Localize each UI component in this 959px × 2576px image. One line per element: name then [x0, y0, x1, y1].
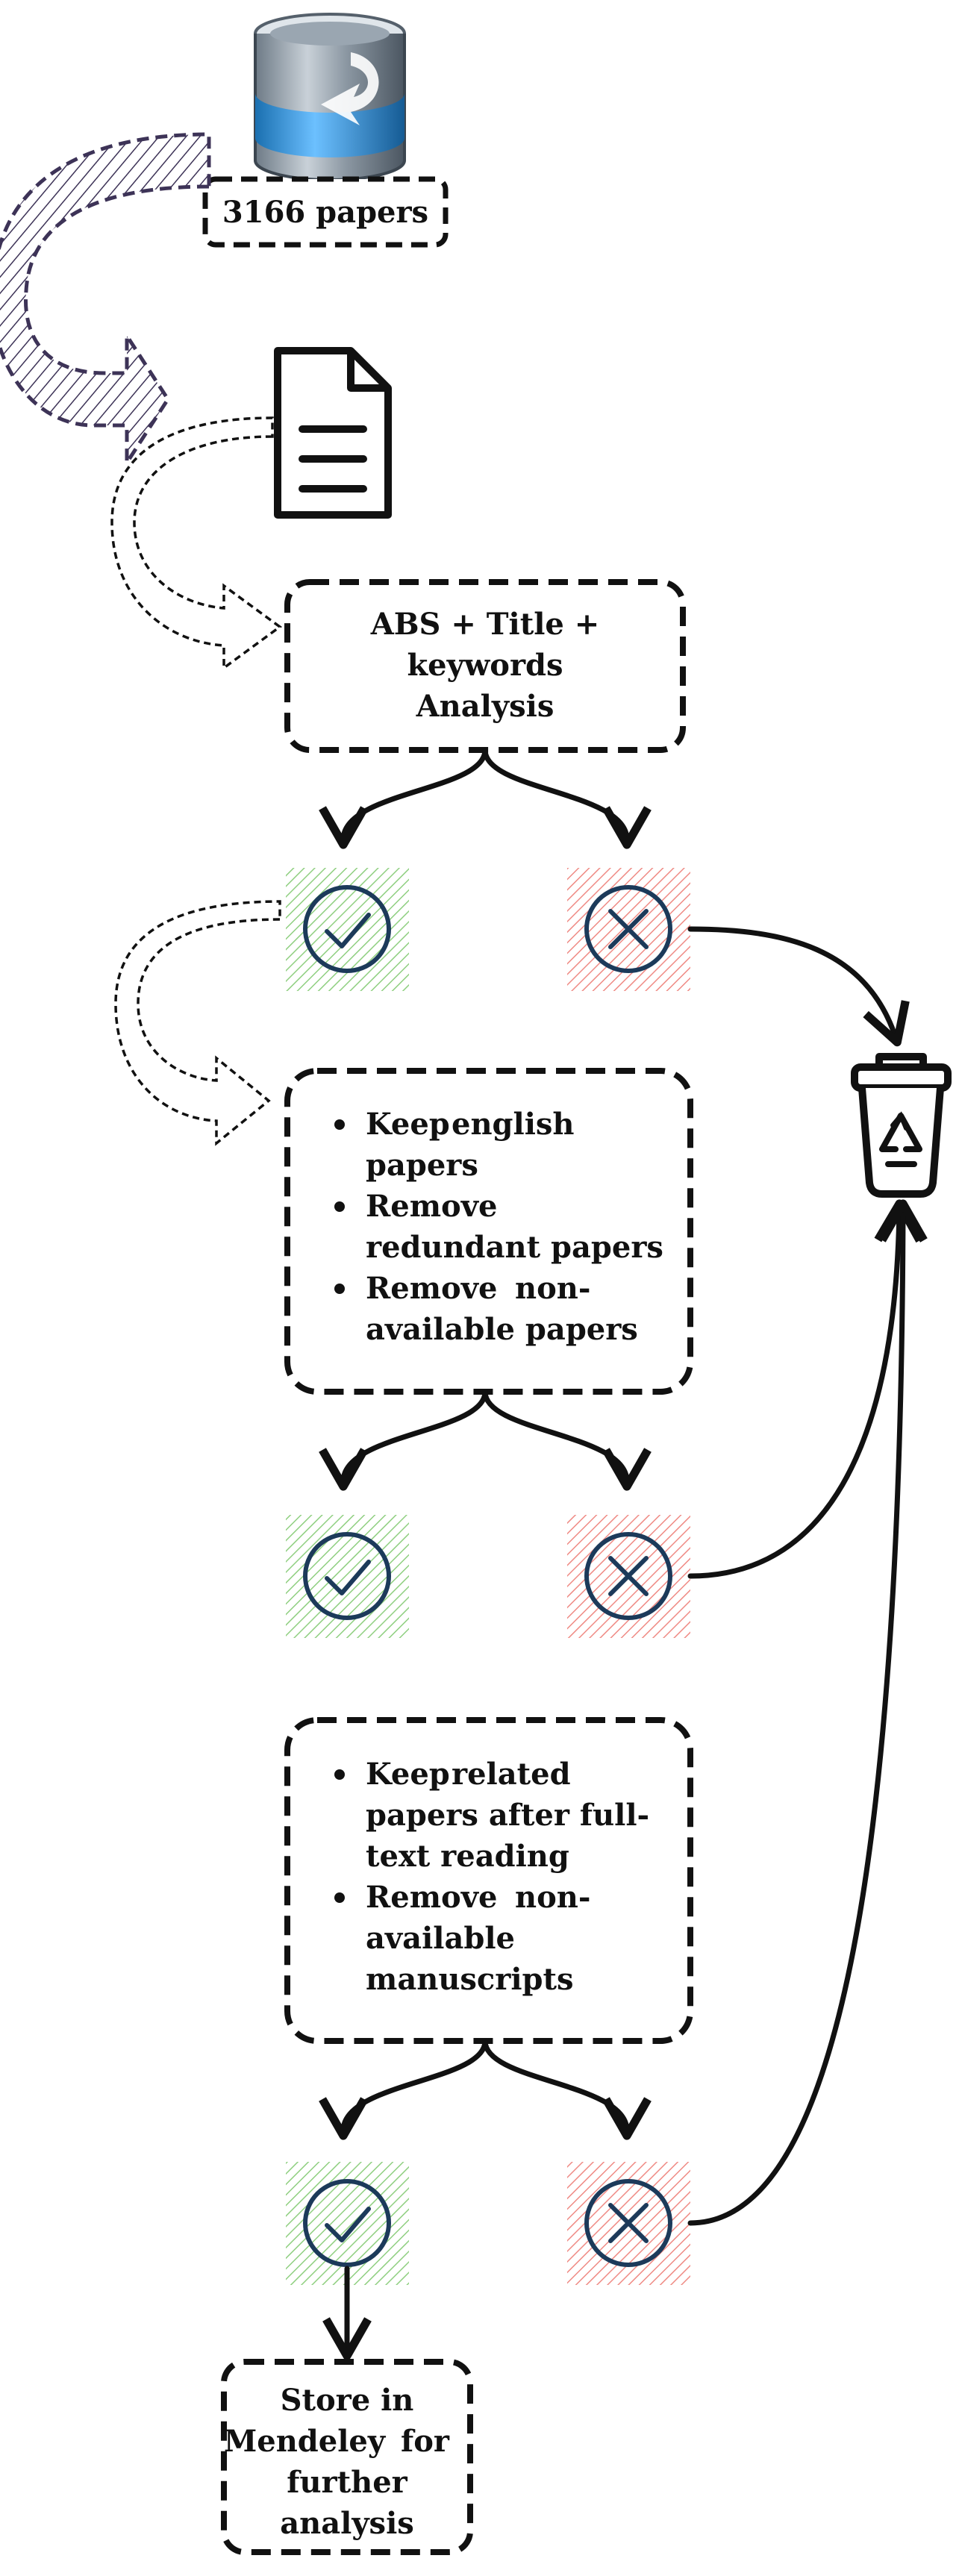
step1-line1: ABS + Title + — [370, 607, 600, 642]
step2-item3-rest2: available papers — [366, 1312, 638, 1347]
step2-item3-verb: Remove — [366, 1271, 497, 1306]
source-count-label: 3166 papers — [222, 195, 428, 230]
final-highlight: Mendeley — [224, 2424, 387, 2459]
step2-bullet-2 — [334, 1201, 345, 1212]
step2-item1-verb: Keep — [366, 1107, 450, 1142]
source-count-box: 3166 papers — [202, 176, 449, 248]
final-line2-rest: for — [401, 2424, 450, 2459]
reject-icon-3 — [567, 2162, 690, 2285]
step2-box: Keep english papers Remove redundant pap… — [284, 1068, 693, 1395]
document-icon — [274, 347, 392, 519]
step2-bullet-3 — [334, 1284, 345, 1294]
step3-item2-rest2: available — [366, 1921, 515, 1956]
reject-icon-2 — [567, 1515, 690, 1638]
accept-icon-3 — [286, 2162, 409, 2285]
step3-bullet-2 — [334, 1892, 345, 1903]
reject-icon-1 — [567, 868, 690, 991]
step2-branch-arrows — [319, 1389, 652, 1491]
step3-item1-rest2: papers after full- — [366, 1798, 649, 1833]
step2-item1-rest2: papers — [366, 1148, 478, 1183]
step3-item1-rest3: text reading — [366, 1839, 569, 1874]
accept-icon-1 — [286, 868, 409, 991]
doc-to-step1-arrow — [110, 416, 282, 671]
step2-item1-rest1: english — [452, 1107, 575, 1142]
intake-arrow — [0, 132, 211, 469]
final-box: Store in Mendeley for further analysis — [221, 2359, 473, 2555]
step2-item2-verb: Remove — [366, 1189, 497, 1224]
step3-branch-arrows — [319, 2038, 652, 2140]
final-line4: analysis — [280, 2506, 414, 2541]
step2-item2-rest2: redundant papers — [366, 1230, 663, 1265]
database-icon — [254, 13, 406, 181]
step1-line2: keywords — [407, 648, 563, 683]
step3-item2-verb: Remove — [366, 1880, 497, 1915]
step3-item1-verb: Keep — [366, 1757, 450, 1792]
accept1-to-step2-arrow — [114, 900, 281, 1146]
accept-icon-2 — [286, 1515, 409, 1638]
step3-bullet-1 — [334, 1769, 345, 1780]
recycle-bin-icon — [851, 1053, 952, 1198]
step2-item3-rest1: non- — [515, 1271, 590, 1306]
step2-bullet-1 — [334, 1119, 345, 1130]
final-line3: further — [287, 2465, 407, 2500]
step1-box: ABS + Title + keywords Analysis — [284, 579, 686, 753]
step3-box: Keep related papers after full- text rea… — [284, 1717, 693, 2044]
reject-to-bin-arrows — [687, 926, 928, 2226]
final-line1: Store in — [281, 2383, 414, 2418]
step3-item1-rest1: related — [452, 1757, 571, 1792]
step1-branch-arrows — [319, 747, 652, 849]
step1-highlight: Analysis — [416, 689, 555, 724]
step3-item2-rest1: non- — [515, 1880, 590, 1915]
step3-item2-rest3: manuscripts — [366, 1962, 574, 1997]
